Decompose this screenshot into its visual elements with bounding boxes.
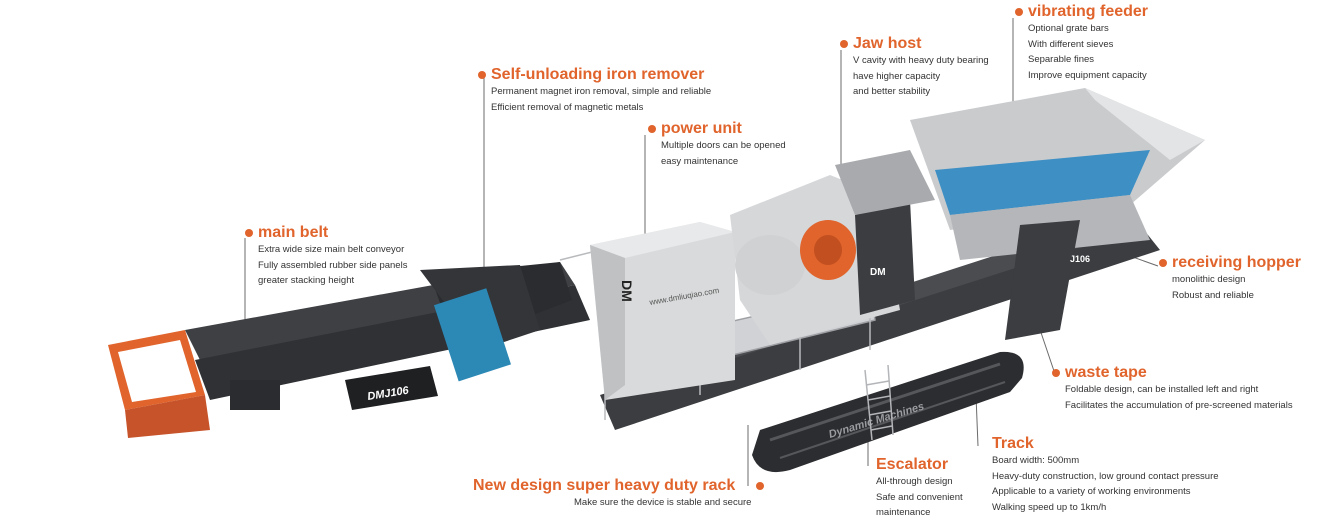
marker-dot bbox=[840, 40, 848, 48]
callout-line: With different sieves bbox=[1028, 38, 1114, 50]
callout-line: Facilitates the accumulation of pre-scre… bbox=[1065, 399, 1293, 411]
callout-title: main belt bbox=[258, 224, 329, 241]
callout-line: Foldable design, can be installed left a… bbox=[1065, 384, 1259, 395]
side-model-text: J106 bbox=[1070, 254, 1090, 264]
marker-dot bbox=[1015, 8, 1023, 16]
callout-title: Track bbox=[992, 435, 1034, 452]
callout-main-belt: main belt Extra wide size main belt conv… bbox=[245, 224, 408, 289]
callout-line: Efficient removal of magnetic metals bbox=[491, 101, 644, 113]
callout-line: monolithic design bbox=[1172, 274, 1246, 285]
callout-line: Applicable to a variety of working envir… bbox=[992, 486, 1191, 497]
callout-jaw-host: Jaw host V cavity with heavy duty bearin… bbox=[840, 35, 989, 100]
callout-line: V cavity with heavy duty bearing bbox=[853, 55, 989, 66]
callout-line: Separable fines bbox=[1028, 54, 1095, 65]
callout-waste-tape: waste tape Foldable design, can be insta… bbox=[1052, 364, 1293, 413]
callout-line: Multiple doors can be opened bbox=[661, 140, 786, 151]
callout-line: Fully assembled rubber side panels bbox=[258, 259, 408, 271]
callout-line: Heavy-duty construction, low ground cont… bbox=[992, 470, 1219, 482]
callout-line: Board width: 500mm bbox=[992, 455, 1080, 466]
marker-dot bbox=[1159, 259, 1167, 267]
callout-line: Permanent magnet iron removal, simple an… bbox=[491, 86, 712, 97]
feeder-hopper: J106 bbox=[910, 88, 1205, 340]
power-unit-body: www.dmliuqiao.com DM bbox=[590, 222, 735, 400]
callout-line: Walking speed up to 1km/h bbox=[992, 501, 1107, 513]
callout-line: easy maintenance bbox=[661, 155, 739, 167]
callout-line: maintenance bbox=[876, 507, 931, 518]
callout-rack: New design super heavy duty rack Make su… bbox=[473, 477, 765, 511]
power-unit-logo: DM bbox=[619, 280, 635, 302]
jaw-crusher-body: DM bbox=[730, 150, 935, 345]
discharge-chute bbox=[108, 330, 210, 438]
callout-title: vibrating feeder bbox=[1028, 3, 1149, 20]
callout-line: Improve equipment capacity bbox=[1028, 69, 1147, 81]
marker-dot bbox=[756, 482, 765, 490]
callout-title: Self-unloading iron remover bbox=[491, 66, 705, 83]
callout-title: Jaw host bbox=[853, 35, 922, 52]
callout-line: Extra wide size main belt conveyor bbox=[258, 244, 405, 255]
callout-receiving-hopper: receiving hopper monolithic design Robus… bbox=[1159, 254, 1301, 303]
callout-line: have higher capacity bbox=[853, 70, 941, 82]
callout-line: All-through design bbox=[876, 476, 953, 487]
main-belt-conveyor: DMJ106 bbox=[185, 262, 590, 410]
callout-title: waste tape bbox=[1065, 364, 1147, 381]
marker-dot bbox=[478, 71, 486, 79]
callout-line: Safe and convenient bbox=[876, 491, 963, 503]
marker-dot bbox=[245, 229, 253, 237]
callout-title: power unit bbox=[661, 120, 742, 137]
callout-escalator: Escalator All-through design Safe and co… bbox=[876, 456, 963, 521]
marker-dot bbox=[648, 125, 656, 133]
callout-title: receiving hopper bbox=[1172, 254, 1301, 271]
callout-line: Optional grate bars bbox=[1028, 23, 1109, 34]
jaw-logo: DM bbox=[870, 267, 886, 278]
callout-track: Track Board width: 500mm Heavy-duty cons… bbox=[992, 435, 1219, 515]
callout-power-unit: power unit Multiple doors can be opened … bbox=[648, 120, 786, 169]
callout-line: Robust and reliable bbox=[1172, 289, 1254, 301]
callout-line: Make sure the device is stable and secur… bbox=[574, 497, 752, 508]
callout-title: New design super heavy duty rack bbox=[473, 477, 736, 494]
callout-title: Escalator bbox=[876, 456, 949, 473]
marker-dot bbox=[1052, 369, 1060, 377]
callout-line: and better stability bbox=[853, 86, 931, 97]
callout-iron-remover: Self-unloading iron remover Permanent ma… bbox=[478, 66, 712, 115]
callout-line: greater stacking height bbox=[258, 275, 355, 286]
callout-vibrating-feeder: vibrating feeder Optional grate bars Wit… bbox=[1015, 3, 1149, 83]
escalator-ladder bbox=[864, 364, 894, 441]
